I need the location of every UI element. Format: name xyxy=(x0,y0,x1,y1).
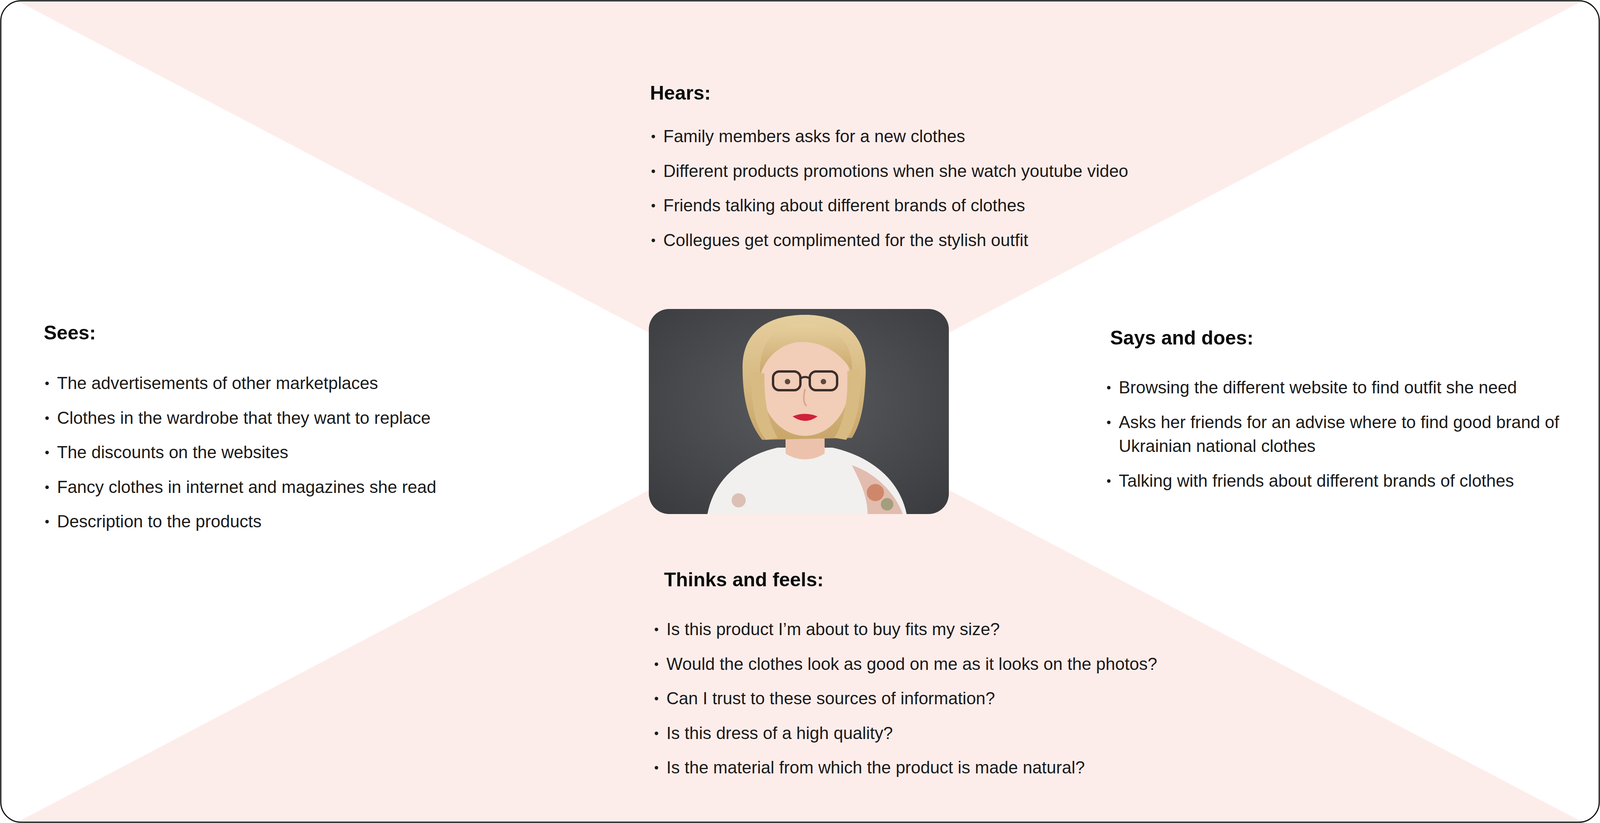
bullet-item: Is this product I’m about to buy fits my… xyxy=(653,617,1396,642)
section-heading: Hears: xyxy=(650,81,1393,105)
bullet-list: Family members asks for a new clothesDif… xyxy=(650,124,1393,252)
thinks-and-feels-region: Thinks and feels: Is this product I’m abo… xyxy=(653,567,1396,791)
says-and-does-region: Says and does: Browsing the different web… xyxy=(1105,326,1567,504)
bullet-list: Browsing the different website to find o… xyxy=(1105,375,1567,493)
hears-region: Hears: Family members asks for a new clot… xyxy=(650,81,1393,263)
bullet-item: Different products promotions when she w… xyxy=(650,158,1393,184)
bullet-item: Friends talking about different brands o… xyxy=(650,193,1393,218)
section-heading: Thinks and feels: xyxy=(653,567,1396,592)
bullet-item: Talking with friends about different bra… xyxy=(1105,468,1567,493)
bullet-item: The advertisements of other marketplaces xyxy=(43,371,599,396)
section-heading: Says and does: xyxy=(1105,326,1567,350)
bullet-list: The advertisements of other marketplaces… xyxy=(43,371,599,534)
bullet-list: Is this product I’m about to buy fits my… xyxy=(653,617,1396,780)
bullet-item: Browsing the different website to find o… xyxy=(1105,375,1567,400)
bullet-item: Fancy clothes in internet and magazines … xyxy=(43,475,599,500)
bullet-item: The discounts on the websites xyxy=(43,440,599,465)
bullet-item: Can I trust to these sources of informat… xyxy=(653,686,1396,711)
bullet-item: Would the clothes look as good on me as … xyxy=(653,651,1396,677)
bottom-quadrant xyxy=(15,411,1585,823)
bullet-item: Description to the products xyxy=(43,509,599,534)
bullet-item: Asks her friends for an advise where to … xyxy=(1105,410,1567,459)
bullet-item: Clothes in the wardrobe that they want t… xyxy=(43,405,599,431)
section-heading: Sees: xyxy=(43,321,599,345)
bullet-item: Is the material from which the product i… xyxy=(653,755,1396,780)
bullet-item: Collegues get complimented for the styli… xyxy=(650,228,1393,253)
sees-region: Sees: The advertisements of other marketp… xyxy=(43,321,599,545)
bullet-item: Is this dress of a high quality? xyxy=(653,721,1396,746)
persona-portrait xyxy=(648,308,949,515)
bullet-item: Family members asks for a new clothes xyxy=(650,124,1393,149)
